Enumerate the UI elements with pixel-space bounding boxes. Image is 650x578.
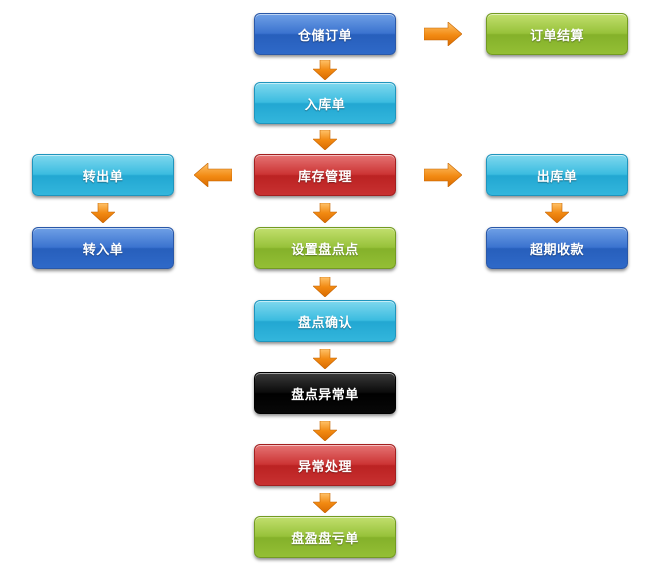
arrow-down-icon — [313, 349, 337, 369]
node-label: 超期收款 — [529, 242, 584, 258]
arrow-down-icon — [313, 493, 337, 513]
node-inventory-mgmt[interactable]: 库存管理 — [254, 154, 396, 196]
node-label: 仓储订单 — [297, 28, 352, 44]
node-label: 盘点确认 — [297, 315, 352, 331]
node-label: 盘点异常单 — [291, 387, 359, 403]
node-overdue-collection[interactable]: 超期收款 — [486, 227, 628, 269]
node-order-settlement[interactable]: 订单结算 — [486, 13, 628, 55]
node-transfer-in[interactable]: 转入单 — [32, 227, 174, 269]
node-inbound[interactable]: 入库单 — [254, 82, 396, 124]
arrow-down-icon — [545, 203, 569, 223]
arrow-left-icon — [194, 163, 232, 187]
node-label: 库存管理 — [297, 169, 352, 185]
arrow-right-icon — [424, 163, 462, 187]
node-label: 订单结算 — [529, 28, 584, 44]
arrow-down-icon — [313, 277, 337, 297]
arrow-down-icon — [313, 421, 337, 441]
node-stocktake-exception[interactable]: 盘点异常单 — [254, 372, 396, 414]
node-outbound[interactable]: 出库单 — [486, 154, 628, 196]
node-exception-handling[interactable]: 异常处理 — [254, 444, 396, 486]
node-label: 转入单 — [82, 242, 124, 258]
node-label: 出库单 — [536, 169, 578, 185]
node-label: 异常处理 — [297, 459, 352, 475]
arrow-down-icon — [313, 203, 337, 223]
node-label: 转出单 — [82, 169, 124, 185]
node-warehouse-order[interactable]: 仓储订单 — [254, 13, 396, 55]
node-transfer-out[interactable]: 转出单 — [32, 154, 174, 196]
node-profit-loss[interactable]: 盘盈盘亏单 — [254, 516, 396, 558]
node-label: 盘盈盘亏单 — [291, 531, 359, 547]
arrow-down-icon — [313, 130, 337, 150]
arrow-down-icon — [313, 60, 337, 80]
node-set-stocktake[interactable]: 设置盘点点 — [254, 227, 396, 269]
node-label: 入库单 — [304, 97, 346, 113]
arrow-right-icon — [424, 22, 462, 46]
node-stocktake-confirm[interactable]: 盘点确认 — [254, 300, 396, 342]
arrow-down-icon — [91, 203, 115, 223]
node-label: 设置盘点点 — [291, 242, 359, 258]
